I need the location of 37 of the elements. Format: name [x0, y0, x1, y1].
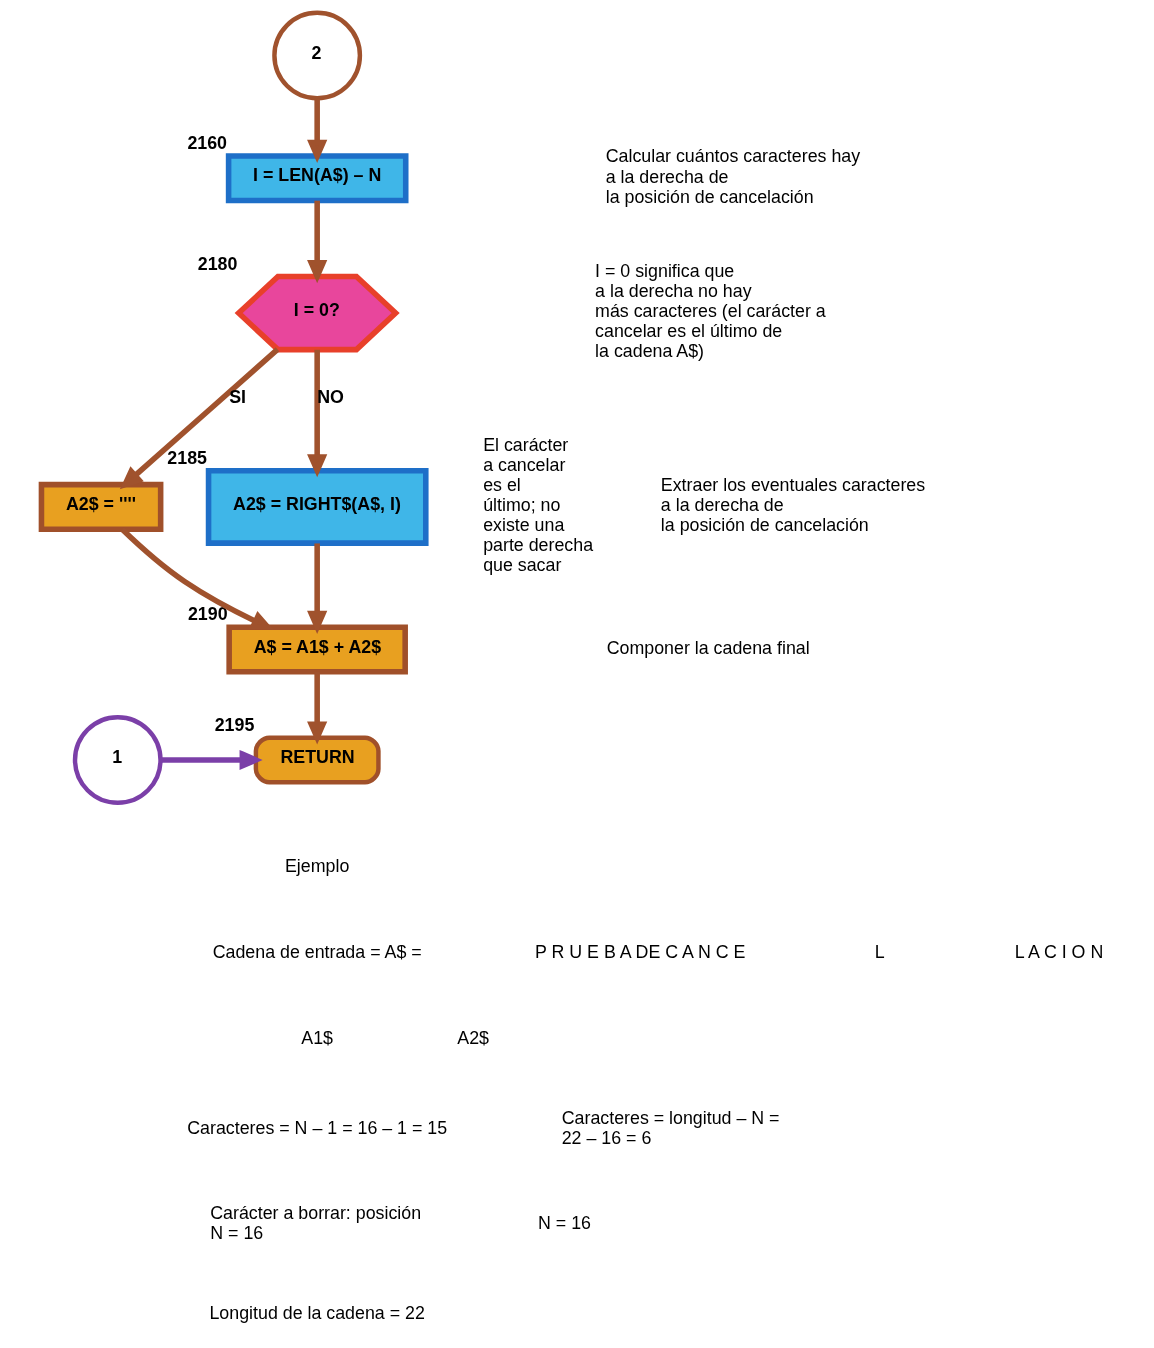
label: A1$	[301, 1028, 334, 1049]
label: Longitud de la cadena = 22	[209, 1303, 425, 1324]
node-box: I = LEN(A$) – N	[225, 153, 409, 204]
label: Caracteres = longitud – N = 22 – 16 = 6	[561, 1108, 780, 1149]
arrow	[307, 349, 328, 478]
arrow	[307, 672, 328, 745]
node-box: A2$ = ''''	[38, 481, 164, 532]
label: Carácter a borrar: posición N = 16	[210, 1202, 422, 1243]
node-circle: 1	[72, 715, 163, 805]
node-label: 2195	[214, 714, 255, 735]
label: Calcular cuántos caracteres hay a la derecha de la posición de cancelación	[605, 146, 861, 207]
node-label: 2180	[197, 253, 238, 274]
label: I = 0 significa que a la derecha no hay más caracteres (el carácter a cancelar es el último de la cadena A$)	[595, 261, 826, 362]
edge-label: SI	[229, 387, 246, 408]
label: Cadena de entrada = A$ =	[212, 942, 422, 963]
arrow	[160, 749, 263, 771]
node-box: RETURN	[253, 735, 381, 785]
label: N = 16	[537, 1212, 591, 1233]
label: A2$	[457, 1028, 489, 1049]
node-label: 2160	[187, 133, 228, 154]
node-box: A2$ = RIGHT$(A$, I)	[205, 467, 429, 546]
node-box: A$ = A1$ + A2$	[226, 624, 408, 675]
node-circle: 2	[272, 10, 363, 101]
arrow	[307, 98, 328, 163]
node-label: 2190	[187, 604, 228, 625]
label: El carácter a cancelar es el último; no existe una parte derecha que sacar	[483, 434, 594, 576]
label: Caracteres = N – 1 = 16 – 1 = 15	[187, 1118, 448, 1139]
label: P R U E B A DE C A N C E	[534, 942, 746, 963]
node-label: 2185	[167, 447, 207, 468]
label: Extraer los eventuales caracteres a la derecha de la posición de cancelación	[660, 475, 926, 536]
arrow	[307, 200, 328, 284]
label: Componer la cadena final	[606, 637, 810, 658]
label: Ejemplo	[284, 856, 350, 877]
arrow	[307, 543, 328, 634]
label: L A C I O N	[1014, 942, 1104, 963]
arrow	[119, 347, 280, 490]
label: L	[874, 942, 885, 963]
